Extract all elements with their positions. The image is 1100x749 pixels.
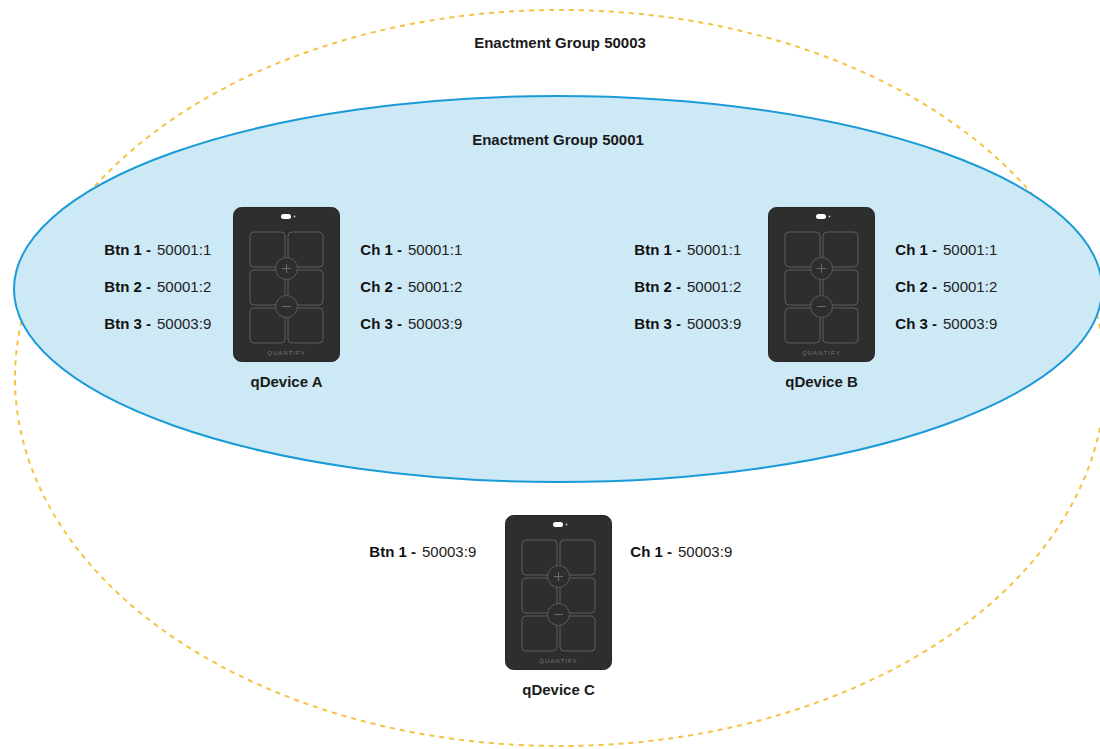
group-title: Enactment Group 50003 [474,34,646,52]
channel-address: 50003:9 [943,315,997,333]
device-node: qDevice A QUANTIFY [233,207,340,393]
channel-name: Btn 2 - [634,278,681,296]
channel-name: Btn 1 - [104,241,151,259]
channel-address: 50001:2 [157,278,211,296]
channel-name: Btn 1 - [634,241,681,259]
channel-name: Btn 1 - [369,543,416,561]
device-node: qDevice B QUANTIFY [768,207,875,393]
channel-address: 50001:1 [943,241,997,259]
channel-name: Ch 2 - [895,278,937,296]
group-title: Enactment Group 50001 [472,131,644,149]
brand-mark: QUANTIFY [539,658,577,665]
channel-address: 50003:9 [678,543,732,561]
device-name: qDevice A [251,373,323,391]
channel-name: Ch 3 - [895,315,937,333]
channel-name: Ch 1 - [630,543,672,561]
channel-address: 50001:2 [408,278,462,296]
channel-name: Btn 3 - [104,315,151,333]
channel-address: 50001:1 [157,241,211,259]
device-name: qDevice B [785,373,858,391]
channel-address: 50001:1 [408,241,462,259]
channel-address: 50003:9 [687,315,741,333]
channel-address: 50001:2 [687,278,741,296]
brand-mark: QUANTIFY [802,350,840,357]
channel-name: Ch 1 - [895,241,937,259]
remote-device [768,207,875,362]
channel-address: 50003:9 [408,315,462,333]
channel-name: Ch 2 - [360,278,402,296]
device-name: qDevice C [522,681,595,699]
channel-name: Ch 3 - [360,315,402,333]
channel-address: 50003:9 [157,315,211,333]
channel-name: Btn 2 - [104,278,151,296]
brand-mark: QUANTIFY [267,350,305,357]
remote-device [233,207,340,362]
channel-name: Ch 1 - [360,241,402,259]
channel-address: 50001:1 [687,241,741,259]
remote-device [505,515,612,670]
device-node: qDevice C QUANTIFY [505,515,612,701]
enactment-group: Enactment Group 50003Enactment Group 500… [14,9,1100,747]
channel-address: 50001:2 [943,278,997,296]
channel-address: 50003:9 [422,543,476,561]
channel-name: Btn 3 - [634,315,681,333]
